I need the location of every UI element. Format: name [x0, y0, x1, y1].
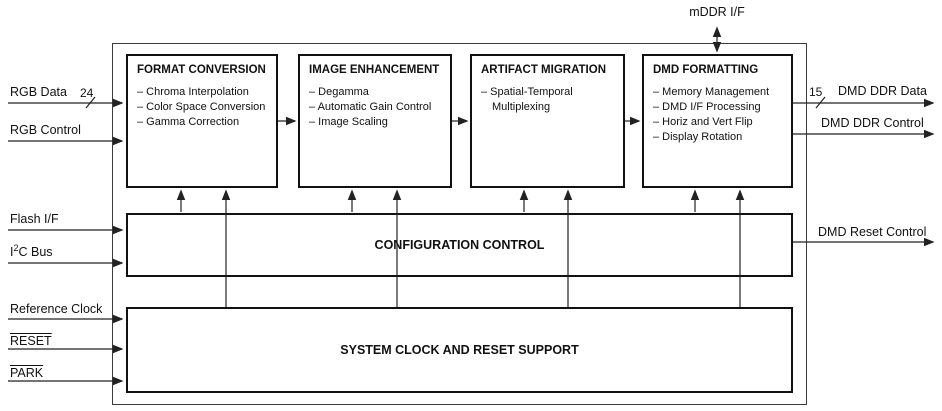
dmd-formatting-items: – Memory Management – DMD I/F Processing…: [644, 85, 791, 144]
artifact-migration-items: – Spatial-Temporal Multiplexing: [472, 85, 623, 115]
dmd-ddr-data-bus-width: 15: [809, 85, 823, 99]
reference-clock-label: Reference Clock: [10, 302, 103, 316]
image-enhancement-title: IMAGE ENHANCEMENT: [309, 64, 440, 76]
dmd-ddr-data-label: DMD DDR Data: [838, 84, 927, 98]
list-item: – Horiz and Vert Flip: [653, 115, 753, 128]
image-enhancement-items: – Degamma – Automatic Gain Control – Ima…: [300, 85, 450, 130]
rgb-control-label: RGB Control: [10, 123, 81, 137]
format-conversion-title: FORMAT CONVERSION: [137, 64, 266, 76]
reset-label: RESET: [10, 334, 52, 348]
dmd-reset-control-label: DMD Reset Control: [818, 225, 927, 239]
i2c-rest: C Bus: [18, 245, 53, 259]
image-enhancement-block: IMAGE ENHANCEMENT – Degamma – Automatic …: [298, 54, 452, 188]
i2c-base: I: [10, 245, 14, 259]
list-item: – Image Scaling: [309, 115, 388, 128]
dmd-ddr-control-label: DMD DDR Control: [821, 116, 924, 130]
artifact-migration-title: ARTIFACT MIGRATION: [481, 64, 606, 76]
list-item: – Automatic Gain Control: [309, 100, 432, 113]
list-item: – Display Rotation: [653, 130, 743, 143]
artifact-migration-block: ARTIFACT MIGRATION – Spatial-Temporal Mu…: [470, 54, 625, 188]
format-conversion-block: FORMAT CONVERSION – Chroma Interpolation…: [126, 54, 278, 188]
dmd-formatting-title: DMD FORMATTING: [653, 64, 759, 76]
configuration-control-title: CONFIGURATION CONTROL: [374, 238, 545, 252]
list-item: – Spatial-Temporal Multiplexing: [481, 86, 573, 113]
list-item: – Gamma Correction: [137, 115, 240, 128]
flash-if-label: Flash I/F: [10, 212, 59, 226]
system-clock-reset-block: SYSTEM CLOCK AND RESET SUPPORT: [126, 307, 793, 393]
format-conversion-items: – Chroma Interpolation – Color Space Con…: [128, 85, 276, 130]
park-label: PARK: [10, 366, 44, 380]
system-clock-reset-title: SYSTEM CLOCK AND RESET SUPPORT: [340, 343, 579, 357]
list-item: – DMD I/F Processing: [653, 100, 761, 113]
dmd-formatting-block: DMD FORMATTING – Memory Management – DMD…: [642, 54, 793, 188]
list-item: – Degamma: [309, 86, 369, 98]
i2c-bus-label: I2C Bus: [10, 242, 53, 259]
list-item: – Chroma Interpolation: [137, 86, 249, 98]
configuration-control-block: CONFIGURATION CONTROL: [126, 213, 793, 277]
mddr-if-label: mDDR I/F: [689, 5, 745, 19]
rgb-data-label: RGB Data: [10, 85, 67, 99]
list-item: – Memory Management: [653, 86, 770, 98]
list-item: – Color Space Conversion: [137, 100, 266, 113]
i2c-sup: 2: [13, 242, 19, 253]
rgb-data-bus-width: 24: [80, 86, 94, 100]
